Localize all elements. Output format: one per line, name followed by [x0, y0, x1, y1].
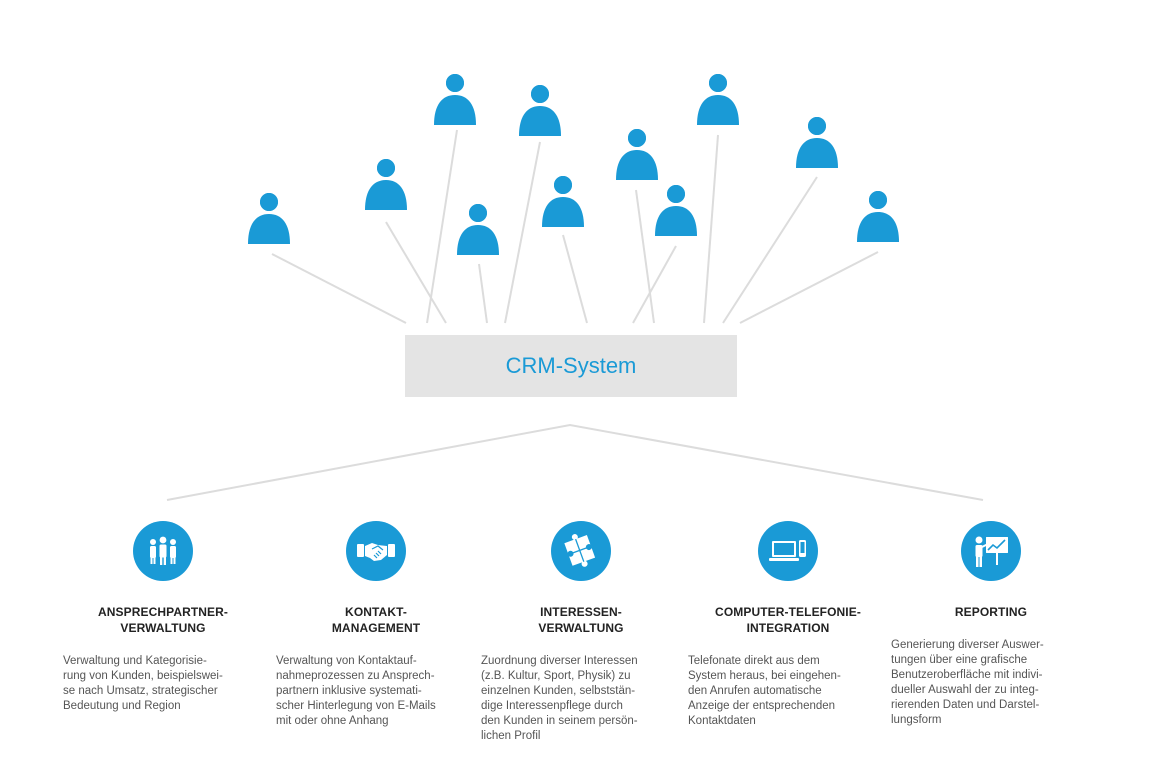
- feature-reporting: REPORTING Generierung diverser Auswer- t…: [891, 521, 1091, 728]
- feature-interessen: INTERESSEN- VERWALTUNG Zuordnung diverse…: [481, 521, 681, 744]
- connector-line: [703, 134, 719, 324]
- feature-icon-circle: [961, 521, 1021, 581]
- people-group-icon: [150, 536, 176, 565]
- feature-title: ANSPRECHPARTNER- VERWALTUNG: [97, 605, 229, 635]
- handshake-icon: [357, 543, 395, 561]
- feature-title: KONTAKT- MANAGEMENT: [331, 605, 421, 635]
- person-icon: [432, 71, 478, 135]
- feature-icon-circle: [758, 521, 818, 581]
- person-icon: [455, 201, 501, 265]
- feature-icon-circle: [133, 521, 193, 581]
- feature-title: REPORTING: [954, 605, 1028, 619]
- laptop-phone-icon: [769, 540, 806, 561]
- person-icon: [855, 188, 901, 252]
- feature-description: Zuordnung diverser Interessen (z.B. Kult…: [481, 655, 638, 742]
- connector-line: [632, 245, 677, 324]
- feature-icon-circle: [551, 521, 611, 581]
- feature-kontakt: KONTAKT- MANAGEMENT Verwaltung von Konta…: [276, 521, 476, 729]
- person-icon: [614, 126, 660, 190]
- crm-system-box: CRM-System: [405, 335, 737, 397]
- connector-line: [739, 251, 879, 324]
- connector-line: [635, 189, 655, 324]
- feature-description: Telefonate direkt aus dem System heraus,…: [688, 655, 841, 727]
- person-icon: [517, 82, 563, 146]
- connector-line: [426, 129, 458, 324]
- connector-line: [562, 234, 588, 324]
- puzzle-icon: [564, 534, 596, 567]
- feature-ansprechpartner: ANSPRECHPARTNER- VERWALTUNG Verwaltung u…: [63, 521, 263, 714]
- feature-title: INTERESSEN- VERWALTUNG: [538, 605, 624, 635]
- connector-line: [271, 253, 407, 324]
- person-icon: [246, 190, 292, 254]
- connector-line: [478, 263, 488, 324]
- feature-connector: [166, 423, 984, 501]
- feature-description: Generierung diverser Auswer- tungen über…: [891, 639, 1044, 726]
- connector-line: [722, 176, 818, 324]
- person-icon: [540, 173, 586, 237]
- person-icon: [794, 114, 840, 178]
- feature-description: Verwaltung von Kontaktauf- nahmeprozesse…: [276, 655, 436, 727]
- feature-description: Verwaltung und Kategorisie- rung von Kun…: [63, 655, 223, 712]
- connector-line: [385, 221, 447, 324]
- person-icon: [363, 156, 409, 220]
- feature-title: COMPUTER-TELEFONIE- INTEGRATION: [715, 605, 861, 635]
- person-icon: [653, 182, 699, 246]
- person-icon: [695, 71, 741, 135]
- feature-cti: COMPUTER-TELEFONIE- INTEGRATION Telefona…: [688, 521, 888, 729]
- feature-icon-circle: [346, 521, 406, 581]
- connector-line: [504, 141, 541, 324]
- crm-system-label: CRM-System: [505, 353, 637, 378]
- presentation-chart-icon: [975, 536, 1008, 567]
